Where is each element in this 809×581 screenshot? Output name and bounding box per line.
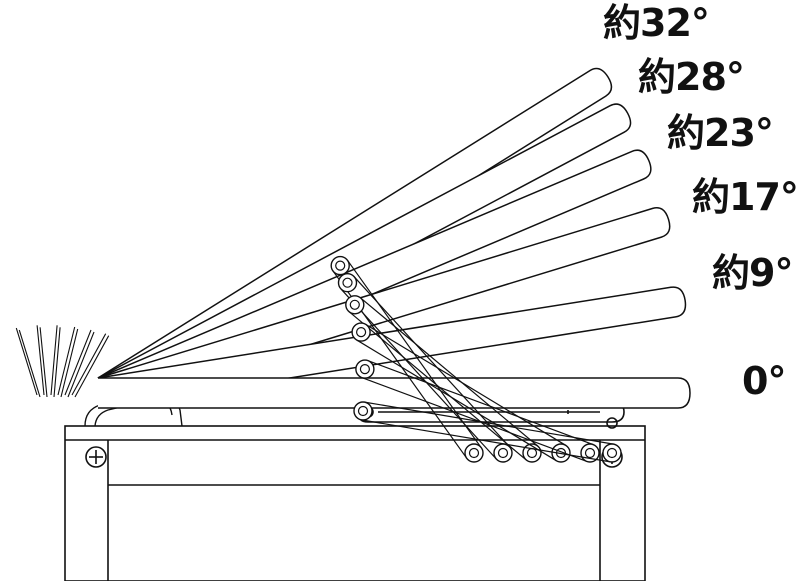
link-top-pin-17 — [356, 327, 367, 338]
link-top-pin-23 — [349, 299, 360, 310]
frame-outer — [64, 425, 646, 581]
link-foot-pin-0 — [606, 447, 618, 459]
link-top-pin-9 — [359, 364, 370, 375]
support-link-17 — [356, 323, 567, 462]
angle-label-32: 約32° — [603, 1, 710, 45]
angle-label-17: 約17° — [692, 175, 799, 219]
link-top-pivot-23 — [345, 295, 365, 315]
link-top-pivot-28 — [337, 273, 358, 293]
link-top-pivot-9 — [355, 359, 375, 379]
link-top-pivot-17 — [351, 322, 371, 342]
hinge-handle-28 — [64, 329, 95, 398]
link-foot-pin-28 — [497, 447, 509, 459]
link-foot-pivot-32 — [464, 443, 484, 463]
link-top-pivot-0 — [353, 401, 373, 421]
link-top-pin-0 — [357, 405, 369, 417]
link-top-pivot-32 — [330, 255, 350, 276]
screw-icon-left — [85, 446, 107, 468]
angle-label-0: 0° — [742, 359, 786, 403]
angle-label-9: 約9° — [712, 251, 793, 295]
hinge-handle-32 — [71, 333, 110, 398]
hinge-handle-0 — [15, 327, 41, 398]
support-link-9 — [361, 360, 594, 462]
link-top-pin-28 — [342, 277, 353, 288]
angle-label-28: 約28° — [638, 55, 745, 99]
support-link-28 — [340, 276, 511, 460]
hinge-handle-17 — [50, 325, 61, 398]
hinge-handle-9 — [36, 325, 48, 398]
link-foot-pin-9 — [584, 447, 596, 459]
link-foot-pivot-28 — [493, 443, 513, 463]
base-frame — [64, 425, 646, 581]
support-link-0 — [361, 401, 614, 463]
hinge-handle-23 — [57, 326, 79, 398]
link-foot-pivot-0 — [602, 443, 622, 463]
hinge-fan — [15, 325, 110, 398]
board-outline-0 — [98, 377, 691, 409]
support-links — [330, 255, 622, 463]
link-foot-pin-32 — [468, 447, 480, 459]
angle-label-23: 約23° — [667, 111, 774, 155]
link-top-pin-32 — [335, 260, 346, 271]
support-link-23 — [348, 297, 539, 461]
